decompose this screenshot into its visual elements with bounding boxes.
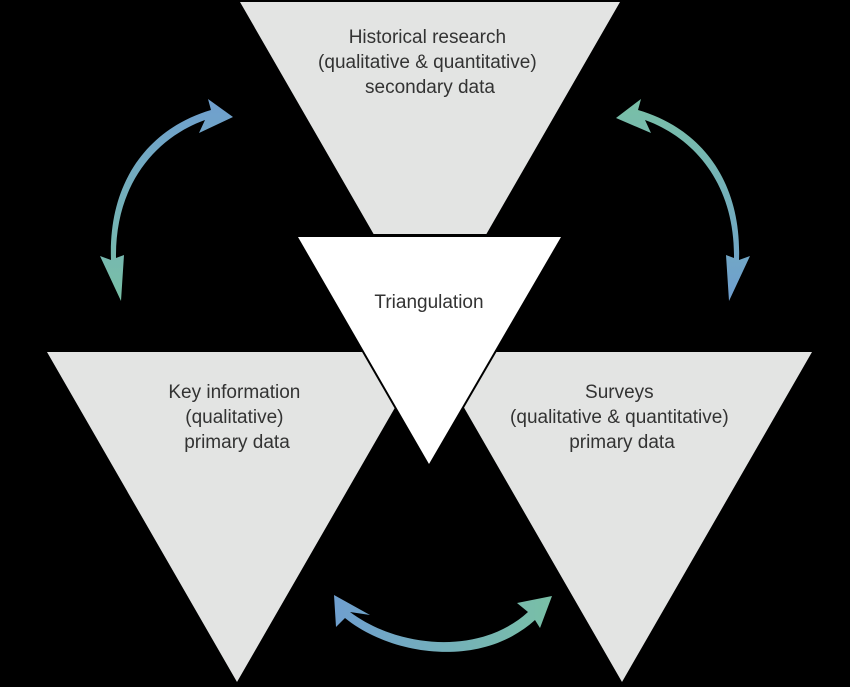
- historical-research-line-3: secondary data: [365, 77, 495, 98]
- node-key-information: Key information (qualitative) primary da…: [47, 352, 427, 682]
- triangulation-triangle: [298, 237, 561, 464]
- historical-research-line-2: (qualitative & quantitative): [318, 52, 537, 73]
- svg-text:Historical research (qua: Historical research (qualitative & quant…: [318, 27, 542, 98]
- arrow-historical-key-information: [100, 99, 233, 301]
- surveys-triangle: [432, 352, 812, 682]
- svg-text:Triangulation: Triangulation: [374, 292, 483, 313]
- historical-research-triangle: [240, 2, 620, 332]
- svg-text:Key information (qualita: Key information (qualitative) primary da…: [168, 382, 305, 453]
- bidirectional-arrow-icon: [100, 99, 233, 301]
- node-triangulation: Triangulation: [294, 234, 565, 468]
- arrow-key-information-surveys: [334, 595, 552, 652]
- bidirectional-arrow-icon: [334, 595, 552, 652]
- key-information-triangle: [47, 352, 427, 682]
- key-information-line-1: Key information: [168, 382, 300, 403]
- surveys-line-2: (qualitative & quantitative): [510, 407, 729, 428]
- surveys-line-3: primary data: [569, 432, 675, 453]
- node-surveys: Surveys (qualitative & quantitative) pri…: [432, 352, 812, 682]
- key-information-line-3: primary data: [184, 432, 290, 453]
- arrow-historical-surveys: [616, 99, 750, 301]
- svg-text:Surveys (qualitative & q: Surveys (qualitative & quantitative) pri…: [510, 382, 734, 453]
- bidirectional-arrow-icon: [616, 99, 750, 301]
- surveys-line-1: Surveys: [585, 382, 654, 403]
- key-information-line-2: (qualitative): [185, 407, 283, 428]
- node-historical-research: Historical research (qualitative & quant…: [240, 2, 620, 332]
- historical-research-line-1: Historical research: [349, 27, 506, 48]
- triangulation-label: Triangulation: [374, 292, 483, 313]
